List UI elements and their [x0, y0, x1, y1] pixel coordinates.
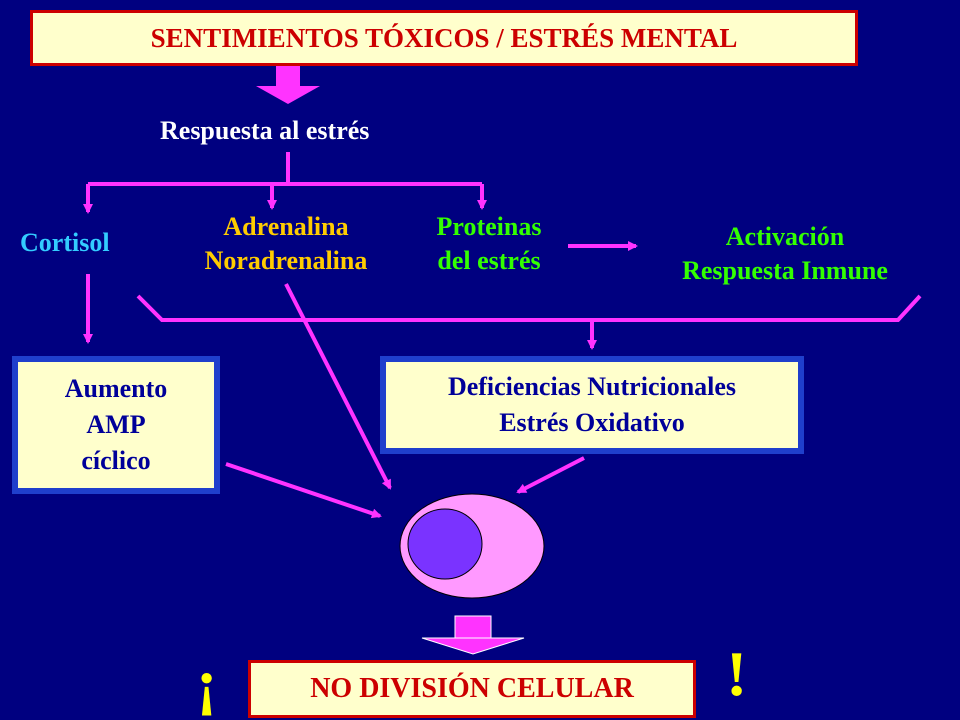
cortisol-label: Cortisol [20, 228, 110, 257]
camp-box: Aumento AMP cíclico [12, 356, 220, 494]
camp-to-cell-arrow [225, 462, 382, 519]
nutrition-line-1: Deficiencias Nutricionales [447, 372, 737, 401]
adrenaline-line-2: Noradrenalina [204, 246, 368, 275]
camp-line-2: AMP [86, 410, 146, 439]
camp-line-3: cíclico [81, 446, 151, 475]
camp-line-1: Aumento [64, 374, 168, 403]
adrenaline-to-cell-arrow [284, 283, 392, 490]
stress-proteins-label: Proteinas del estrés [418, 210, 560, 278]
immune-activation-line-1: Activación [725, 222, 845, 251]
immune-activation-line-2: Respuesta Inmune [682, 256, 888, 285]
nutrition-to-cell-arrow [516, 456, 585, 494]
result-box: NO DIVISIÓN CELULAR [248, 660, 696, 718]
branch-connector [83, 152, 487, 214]
stress-response-label: Respuesta al estrés [160, 116, 370, 145]
bracket-to-nutrition [136, 294, 922, 350]
title-text: SENTIMIENTOS TÓXICOS / ESTRÉS MENTAL [150, 22, 738, 53]
exclaim-close: ! [726, 638, 748, 709]
cell-icon [399, 493, 545, 599]
nutrition-box: Deficiencias Nutricionales Estrés Oxidat… [380, 356, 804, 454]
cell-down-arrow [421, 615, 525, 655]
result-text: NO DIVISIÓN CELULAR [310, 673, 634, 704]
immune-activation-label: Activación Respuesta Inmune [650, 220, 920, 288]
nutrition-line-2: Estrés Oxidativo [499, 408, 685, 437]
stress-proteins-line-2: del estrés [437, 246, 541, 275]
stress-proteins-line-1: Proteinas [436, 212, 542, 241]
exclaim-open: ¡ [196, 646, 218, 717]
adrenaline-line-1: Adrenalina [223, 212, 349, 241]
title-down-arrow [256, 66, 320, 104]
title-box: SENTIMIENTOS TÓXICOS / ESTRÉS MENTAL [30, 10, 858, 66]
adrenaline-label: Adrenalina Noradrenalina [186, 210, 386, 278]
